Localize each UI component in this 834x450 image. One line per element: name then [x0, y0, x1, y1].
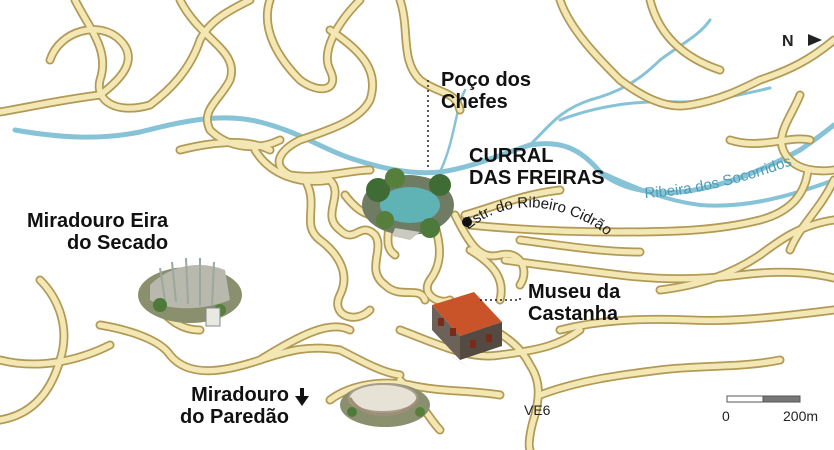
- down-arrow-icon: [295, 388, 309, 406]
- estrada-dot: [462, 217, 472, 227]
- river-label: Ribeira dos Socorridos: [644, 153, 794, 202]
- scale-bar: [726, 395, 801, 403]
- curral-illustration: [362, 168, 454, 240]
- scale-end: 200m: [783, 408, 819, 424]
- museu-illustration: [420, 292, 502, 368]
- north-arrow-icon: [808, 34, 822, 46]
- leader-lines: [427, 80, 521, 301]
- eira-illustration: [138, 257, 242, 327]
- scale-start: 0: [722, 408, 730, 424]
- north-label: N: [782, 33, 794, 50]
- road-label-ve6: VE6: [524, 402, 551, 418]
- paredao-illustration: [340, 383, 430, 427]
